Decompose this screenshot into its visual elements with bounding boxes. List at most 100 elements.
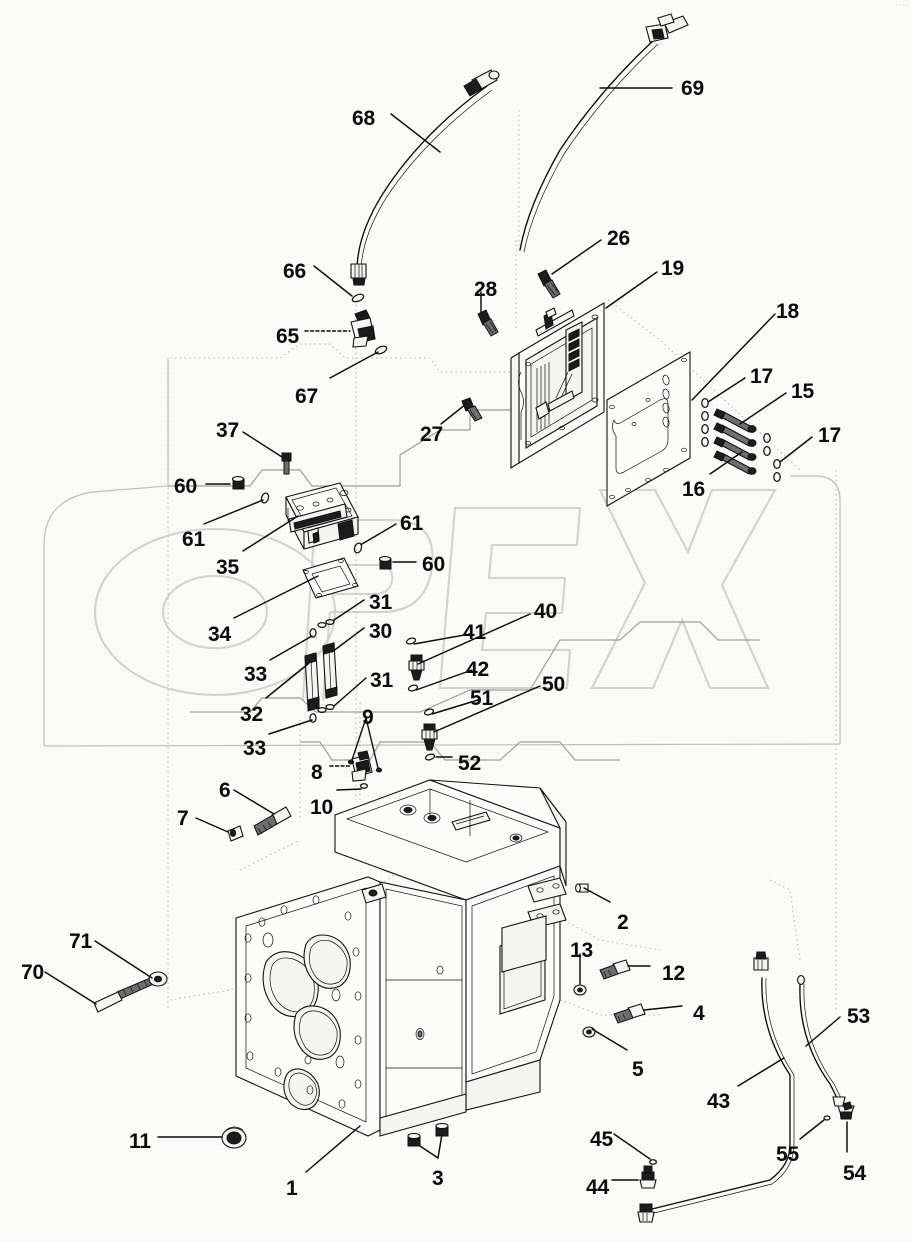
leader-30 — [331, 627, 365, 653]
callout-cable-assembly-69: 69 — [681, 77, 704, 100]
callout-gasket-plate-18: 18 — [776, 300, 799, 323]
part-16-gasket — [606, 351, 691, 507]
callout-cap-screw-27: 27 — [420, 423, 443, 446]
callout-washer-5: 5 — [632, 1058, 644, 1081]
callout-o-ring-52: 52 — [458, 752, 481, 775]
callout-hex-bolt-6: 6 — [219, 779, 231, 802]
callout-o-ring-67: 67 — [295, 385, 318, 408]
part-5-washer — [582, 1026, 596, 1038]
part-12-hex-bolt — [599, 959, 631, 980]
leader-16 — [709, 451, 743, 475]
part-60-plug-right — [378, 556, 392, 570]
leader-40 — [417, 613, 531, 665]
callout-washer-7: 7 — [177, 807, 189, 830]
part-28-cap-screw — [477, 309, 499, 337]
callout-elbow-fitting-65: 65 — [276, 325, 299, 348]
leader-37 — [242, 431, 283, 458]
part-52-o-ring — [424, 753, 436, 761]
leader-15 — [739, 392, 787, 425]
part-60-plug-left — [231, 476, 245, 490]
part-33-o-ring-upper — [309, 628, 317, 638]
leader-26 — [551, 239, 602, 275]
leader-3b — [419, 1145, 439, 1159]
leader-45 — [613, 1133, 651, 1160]
callout-o-ring-61b: 61 — [400, 512, 423, 535]
callout-o-ring-45: 45 — [590, 1128, 613, 1151]
callout-oil-tube-43: 43 — [707, 1090, 730, 1113]
callout-plug-60b: 60 — [422, 553, 445, 576]
part-68-hose-assembly — [350, 69, 500, 286]
callout-cap-screw-28: 28 — [474, 278, 497, 301]
part-30-dowel-pin — [322, 642, 338, 699]
part-44-connector-lower — [637, 1203, 655, 1223]
callout-o-ring-10: 10 — [310, 796, 333, 819]
background-outline — [43, 360, 841, 747]
part-41-o-ring — [405, 637, 417, 645]
callout-control-valve-assembly-19: 19 — [661, 257, 684, 280]
leader-31b — [333, 677, 367, 707]
leader-70 — [44, 971, 97, 1005]
leader-42 — [415, 669, 473, 691]
part-19-control-valve-assembly — [510, 302, 605, 469]
callout-bracket-9: 9 — [362, 706, 374, 729]
leader-67 — [329, 351, 379, 379]
part-17-o-rings-left — [701, 397, 709, 448]
part-26-cap-screw — [537, 269, 561, 299]
callout-pressure-switch-50: 50 — [542, 673, 565, 696]
part-43-oil-tube — [647, 951, 795, 1215]
leader-17a — [707, 377, 746, 403]
callout-gasket-34: 34 — [208, 623, 231, 646]
leader-7 — [195, 817, 229, 833]
callout-stud-bolt-15: 15 — [791, 380, 814, 403]
leader-lines — [44, 87, 848, 1181]
leader-51 — [431, 699, 479, 715]
callout-dowel-pin-32: 32 — [240, 703, 263, 726]
leader-35 — [242, 515, 299, 552]
callout-o-ring-51: 51 — [470, 687, 493, 710]
leader-5 — [591, 1028, 628, 1051]
part-32-dowel-pin — [304, 652, 320, 712]
leader-3 — [437, 1133, 443, 1159]
leader-66 — [313, 265, 353, 297]
part-8-elbow-fitting — [351, 750, 373, 782]
part-34-gasket — [302, 557, 359, 599]
callout-hose-assembly-long-68: 68 — [352, 107, 375, 130]
callout-hex-bolt-70: 70 — [21, 961, 44, 984]
leader-61a — [203, 499, 264, 525]
leader-31a — [333, 599, 365, 621]
part-11-oil-seal — [221, 1126, 247, 1149]
leader-6 — [233, 789, 275, 815]
callout-plug-3: 3 — [432, 1167, 444, 1190]
leader-4 — [643, 1005, 683, 1011]
callout-o-ring-17a: 17 — [750, 365, 773, 388]
callout-o-ring-55: 55 — [776, 1143, 799, 1166]
callout-elbow-fitting-8: 8 — [311, 761, 323, 784]
leader-71 — [94, 940, 153, 979]
leader-43 — [737, 1057, 785, 1087]
callout-pressure-switch-40: 40 — [534, 600, 557, 623]
callout-o-ring-33a: 33 — [244, 663, 267, 686]
callout-o-ring-17b: 17 — [818, 424, 841, 447]
part-40-pressure-switch — [408, 654, 425, 681]
part-18-gasket-plate — [631, 374, 670, 428]
part-6-hex-bolt — [253, 806, 292, 836]
leader-33a — [269, 635, 313, 661]
callout-transmission-housing-1: 1 — [286, 1177, 298, 1200]
part-2-dowel-pin — [575, 883, 589, 893]
callout-connector-fitting-44: 44 — [586, 1176, 609, 1199]
callout-o-ring-42: 42 — [466, 658, 489, 681]
part-7-washer — [227, 825, 244, 842]
callout-washer-13: 13 — [570, 939, 593, 962]
part-65-elbow-fitting — [350, 309, 376, 348]
leader-19 — [605, 271, 658, 309]
part-1-transmission-housing — [235, 779, 567, 1137]
part-13-washer — [573, 984, 587, 996]
part-44-connector-fitting — [639, 1165, 657, 1189]
leader-55 — [799, 1119, 825, 1140]
corner-mark: ···· — [895, 2, 909, 9]
part-42-o-ring — [407, 684, 419, 692]
callout-cap-screw-26: 26 — [607, 227, 630, 250]
part-54-connector-fitting — [837, 1101, 855, 1120]
